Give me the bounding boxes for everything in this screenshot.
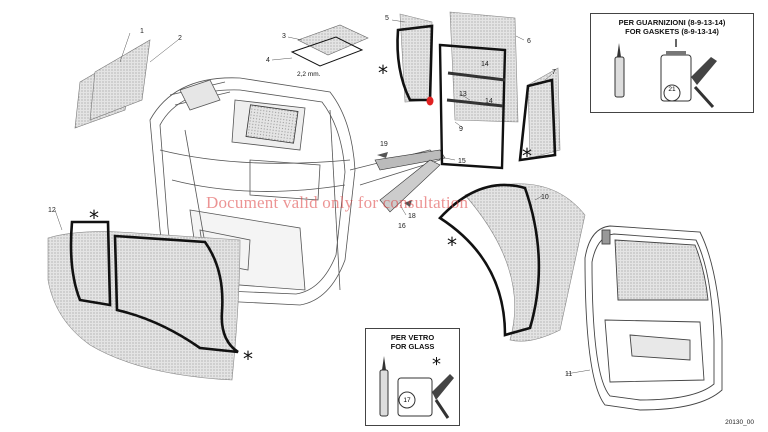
svg-text:*: * — [447, 233, 457, 257]
svg-text:18: 18 — [408, 213, 416, 220]
gasket-9 — [438, 43, 507, 170]
svg-text:13: 13 — [459, 91, 467, 98]
gasket-strip-16 — [379, 159, 441, 213]
svg-text:3: 3 — [282, 33, 286, 40]
svg-text:7: 7 — [552, 69, 556, 76]
svg-text:1: 1 — [140, 28, 144, 35]
svg-text:10: 10 — [541, 194, 549, 201]
glass-panel-2 — [89, 39, 151, 121]
roof-glass-3 — [297, 24, 369, 56]
svg-text:19: 19 — [380, 141, 388, 148]
gasket-5 — [396, 24, 434, 102]
gasket-13 — [446, 98, 504, 108]
svg-text:4: 4 — [266, 57, 270, 64]
svg-text:12: 12 — [48, 207, 56, 214]
gasket-box-line1: PER GUARNIZIONI (8-9-13-14) — [618, 18, 726, 27]
gasket-7 — [518, 78, 557, 162]
gasket-12b — [113, 234, 239, 354]
glass-6 — [449, 11, 519, 123]
gasket-10 — [437, 183, 541, 337]
drawing-code: 20130_00 — [725, 419, 754, 426]
glass-box-line2: FOR GLASS — [390, 342, 435, 351]
clip-19 — [377, 152, 388, 158]
door-11 — [584, 225, 723, 411]
glass-sealant-box: PER VETRO FOR GLASS * 17 — [365, 328, 460, 426]
glass-box-line1: PER VETRO — [390, 333, 435, 342]
svg-text:14: 14 — [485, 98, 493, 105]
gasket-badge: 21 — [668, 86, 676, 93]
svg-text:2: 2 — [178, 35, 182, 42]
gasket-14 — [447, 71, 506, 82]
svg-text:11: 11 — [565, 371, 572, 378]
sealant-gun-icon — [614, 39, 717, 109]
svg-text:15: 15 — [458, 158, 466, 165]
svg-text:*: * — [522, 144, 532, 168]
svg-text:5: 5 — [385, 15, 389, 22]
gasket-12a — [69, 220, 112, 307]
glass-badge: 17 — [403, 397, 411, 404]
sealant-gun-icon: * — [379, 354, 454, 419]
svg-text:*: * — [89, 206, 99, 230]
clip-18 — [404, 200, 412, 207]
svg-text:*: * — [243, 347, 253, 371]
gasket-sealant-box: PER GUARNIZIONI (8-9-13-14) FOR GASKETS … — [590, 13, 754, 113]
svg-text:9: 9 — [459, 126, 463, 133]
svg-text:*: * — [432, 354, 441, 375]
watermark: Document valid only for consultation — [206, 193, 469, 212]
svg-text:*: * — [378, 61, 388, 85]
red-marker — [426, 96, 434, 106]
glass-10 — [464, 183, 586, 342]
thickness-label: 2,2 mm. — [297, 71, 321, 78]
svg-text:6: 6 — [527, 38, 531, 45]
svg-text:14: 14 — [481, 61, 489, 68]
gasket-box-line2: FOR GASKETS (8-9-13-14) — [625, 27, 719, 36]
svg-text:16: 16 — [398, 223, 406, 230]
roof-glass-4 — [290, 36, 364, 67]
